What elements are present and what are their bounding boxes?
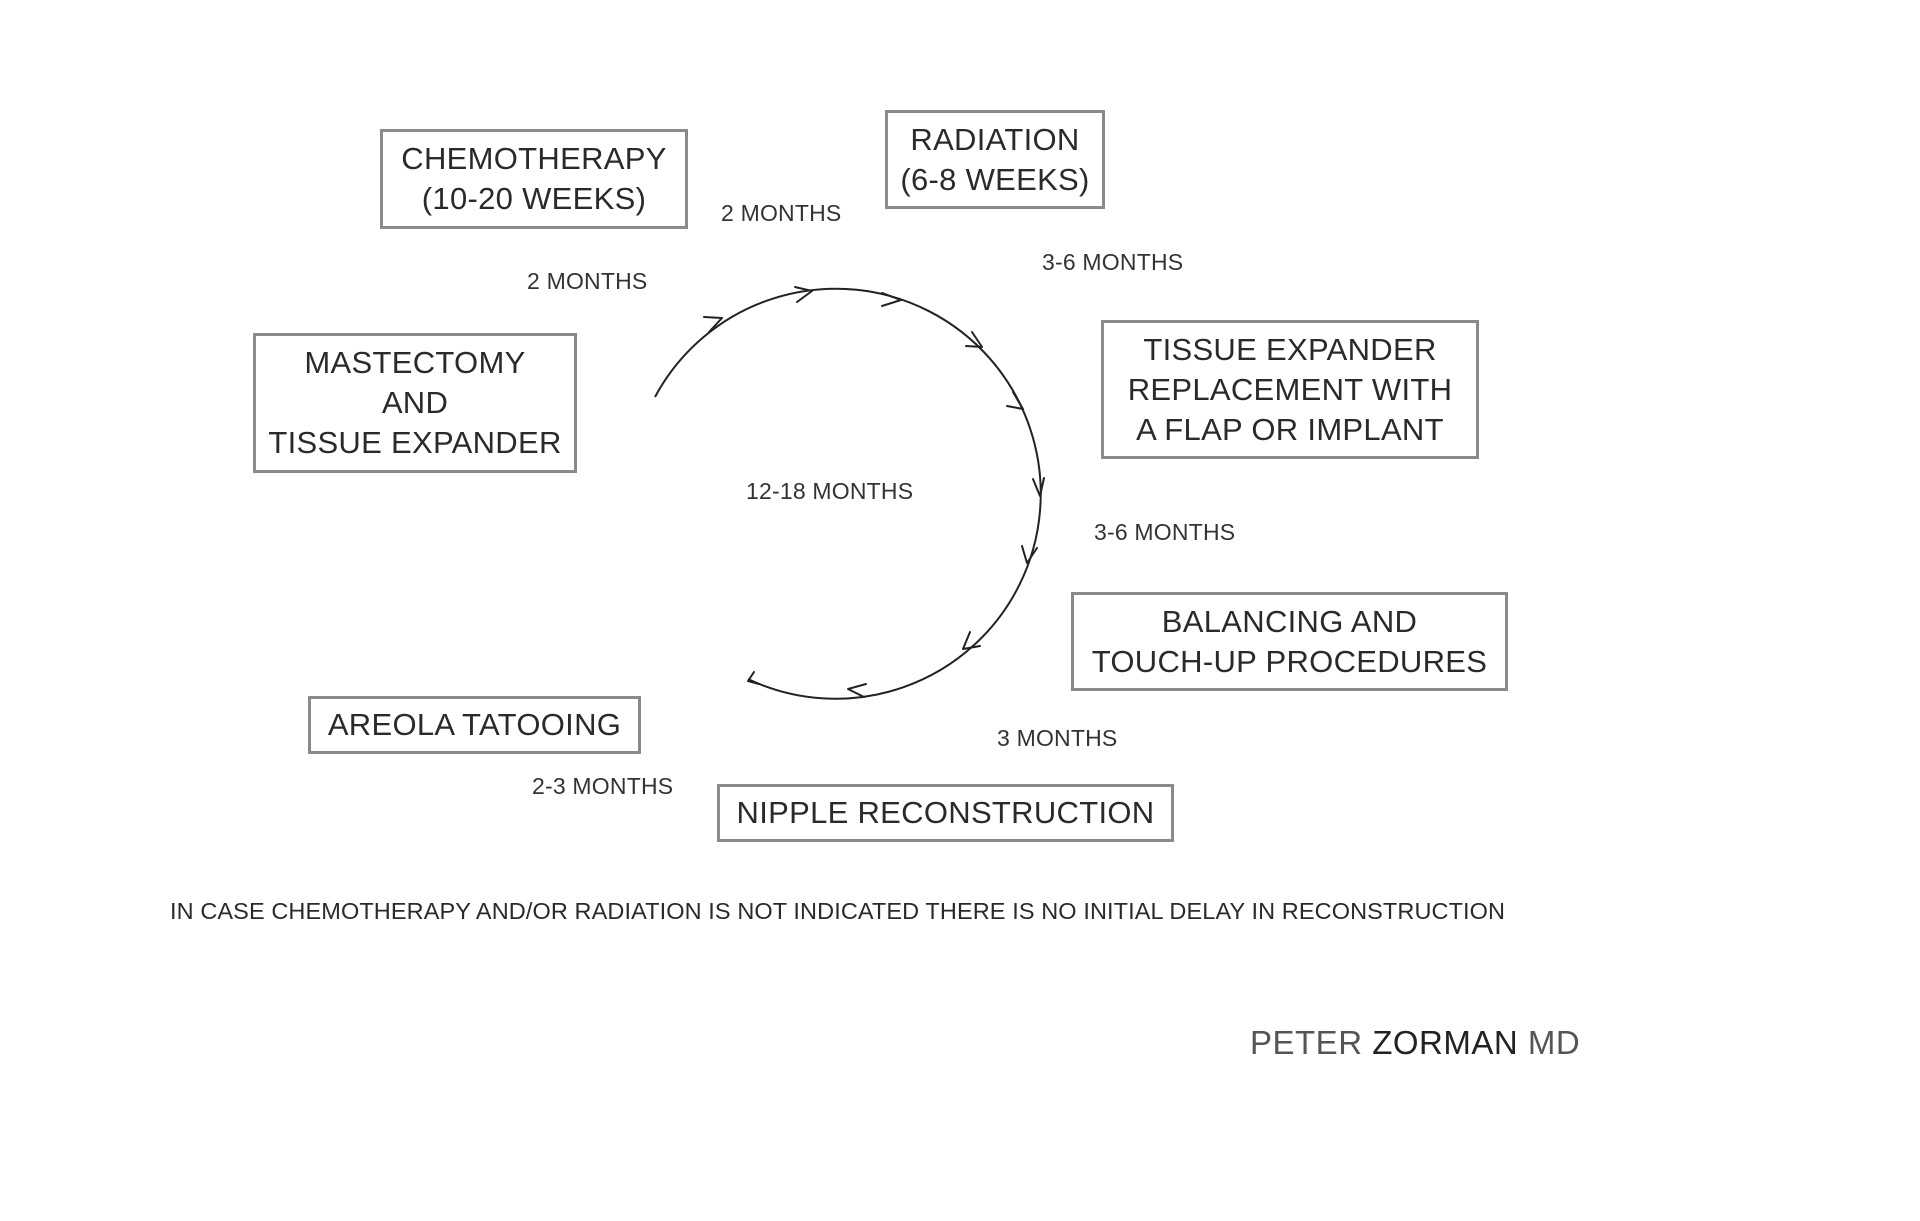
footnote: IN CASE CHEMOTHERAPY AND/OR RADIATION IS…: [170, 898, 1506, 924]
arrowhead-5: [1006, 391, 1024, 410]
step-balancing-label: BALANCING AND TOUCH-UP PROCEDURES: [1091, 603, 1488, 679]
step-mastectomy: MASTECTOMY AND TISSUE EXPANDER: [253, 333, 577, 473]
duration-chemo-to-radiation: 2 MONTHS: [721, 200, 842, 226]
step-tissue-expander-replacement-label: TISSUE EXPANDER REPLACEMENT WITH A FLAP …: [1127, 331, 1453, 447]
step-areola-tattooing-label: AREOLA TATOOING: [327, 707, 622, 742]
arrowhead-2: [794, 286, 813, 303]
duration-nipple-to-areola: 2-3 MONTHS: [532, 773, 674, 799]
cycle-arc: [654, 287, 1042, 700]
arrowhead-9: [847, 683, 867, 698]
duration-balancing-to-nipple: 3 MONTHS: [997, 725, 1118, 751]
arrowhead-3: [881, 292, 902, 307]
duration-radiation-to-replacement: 3-6 MONTHS: [1042, 249, 1184, 275]
arrowhead-7: [1021, 545, 1038, 564]
step-radiation-label: RADIATION (6-8 WEEKS): [900, 121, 1090, 197]
step-areola-tattooing: AREOLA TATOOING: [308, 696, 641, 754]
duration-total: 12-18 MONTHS: [746, 478, 914, 504]
duration-mastectomy-to-chemo: 2 MONTHS: [527, 268, 648, 294]
arrowhead-6: [1032, 477, 1045, 497]
author-signature: PETER ZORMAN MD: [1250, 1024, 1580, 1062]
author-suffix: MD: [1527, 1024, 1581, 1061]
author-last-name: ZORMAN: [1372, 1024, 1519, 1061]
step-chemotherapy-label: CHEMOTHERAPY (10-20 WEEKS): [401, 141, 667, 216]
arrowhead-1: [703, 316, 723, 333]
step-chemotherapy: CHEMOTHERAPY (10-20 WEEKS): [380, 129, 688, 229]
arrowhead-4: [965, 331, 983, 348]
step-balancing: BALANCING AND TOUCH-UP PROCEDURES: [1071, 592, 1508, 691]
step-mastectomy-label: MASTECTOMY AND TISSUE EXPANDER: [268, 345, 562, 460]
cycle-arrowheads: [703, 286, 1045, 698]
step-radiation: RADIATION (6-8 WEEKS): [885, 110, 1105, 209]
arrowhead-10: [747, 671, 760, 685]
author-first-name: PETER: [1250, 1024, 1363, 1061]
duration-replacement-to-balancing: 3-6 MONTHS: [1094, 519, 1236, 545]
step-nipple-reconstruction: NIPPLE RECONSTRUCTION: [717, 784, 1174, 842]
step-nipple-reconstruction-label: NIPPLE RECONSTRUCTION: [736, 795, 1155, 830]
arrowhead-8: [962, 631, 981, 650]
step-tissue-expander-replacement: TISSUE EXPANDER REPLACEMENT WITH A FLAP …: [1101, 320, 1479, 459]
